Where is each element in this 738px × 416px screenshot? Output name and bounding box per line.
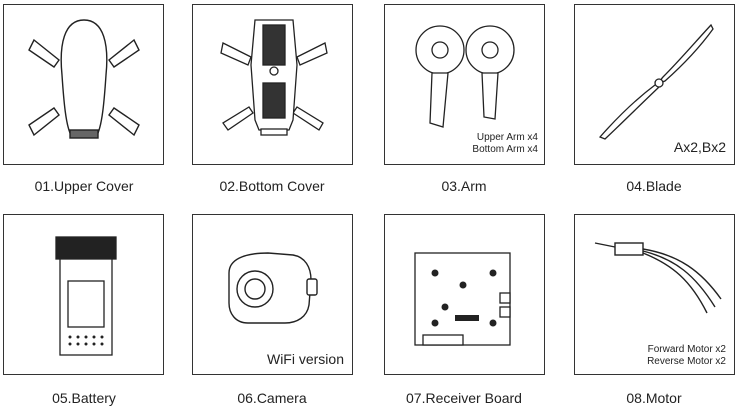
camera-note: WiFi version [266,351,344,368]
part-box-blade: Ax2,Bx2 [574,4,735,165]
caption-arm: 03.Arm [441,178,487,194]
caption-motor: 08.Motor [626,390,682,406]
part-box-motor: Forward Motor x2 Reverse Motor x2 [574,214,735,375]
motor-note-line-forward: Forward Motor x2 [647,344,726,355]
receiver-board-drawing [414,252,511,346]
arm-note: Upper Arm x4 Bottom Arm x4 [472,132,538,156]
part-box-upper-cover [3,4,164,165]
motor-drawing [594,242,722,314]
bottom-cover-drawing [220,19,328,136]
caption-receiver-board: 07.Receiver Board [406,390,522,406]
arm-drawing [415,25,515,128]
arm-note-line-bottom: Bottom Arm x4 [472,144,538,155]
camera-drawing [228,252,318,324]
caption-camera: 06.Camera [237,390,307,406]
upper-cover-drawing [28,19,140,139]
motor-note-line-reverse: Reverse Motor x2 [647,356,726,367]
motor-note: Forward Motor x2 Reverse Motor x2 [647,344,726,368]
caption-upper-cover: 01.Upper Cover [34,178,134,194]
blade-note: Ax2,Bx2 [673,139,726,156]
part-box-receiver-board [384,214,545,375]
part-box-bottom-cover [192,4,353,165]
part-box-arm: Upper Arm x4 Bottom Arm x4 [384,4,545,165]
caption-battery: 05.Battery [52,390,116,406]
arm-note-line-upper: Upper Arm x4 [476,132,538,143]
part-box-camera: WiFi version [192,214,353,375]
battery-drawing [55,236,117,356]
caption-blade: 04.Blade [626,178,682,194]
part-box-battery [3,214,164,375]
caption-bottom-cover: 02.Bottom Cover [219,178,325,194]
blade-drawing [598,23,714,140]
